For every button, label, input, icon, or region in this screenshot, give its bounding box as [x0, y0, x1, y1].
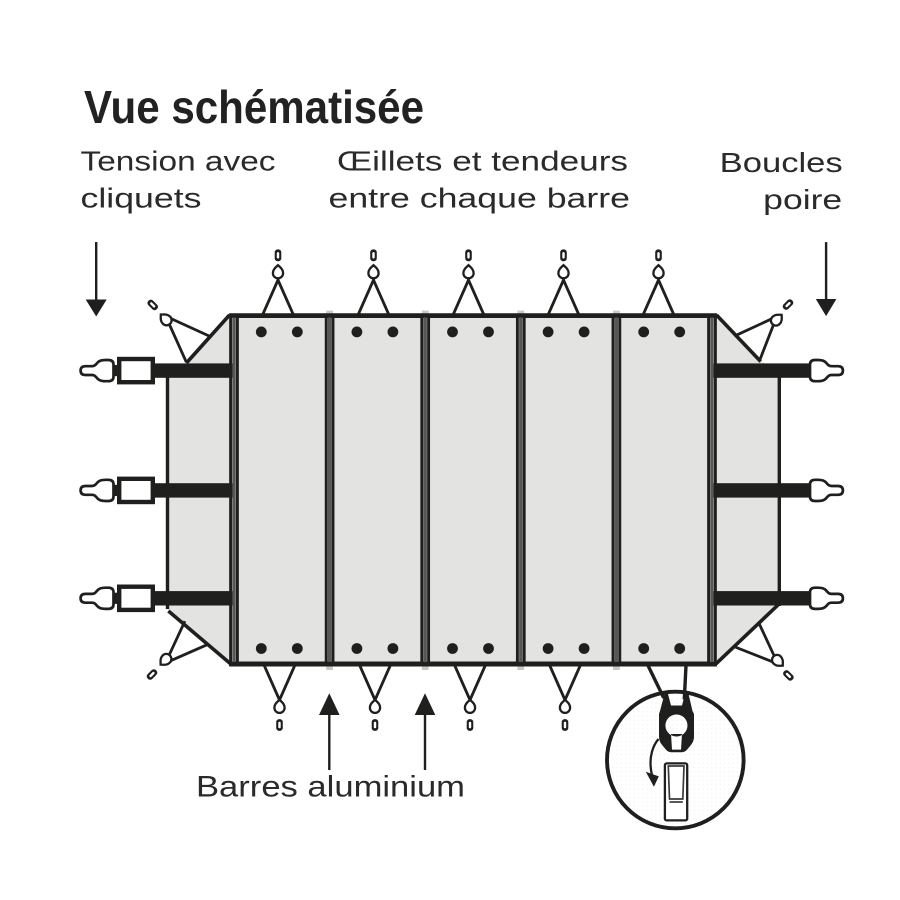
svg-text:Barres aluminium: Barres aluminium — [196, 771, 465, 804]
svg-text:Vue schématisée: Vue schématisée — [84, 81, 424, 133]
svg-text:cliquets: cliquets — [81, 183, 202, 214]
svg-text:poire: poire — [763, 184, 842, 215]
svg-text:Tension avec: Tension avec — [81, 146, 276, 177]
svg-text:Boucles: Boucles — [720, 147, 843, 178]
svg-text:Œillets et tendeurs: Œillets et tendeurs — [337, 146, 628, 177]
svg-text:entre chaque barre: entre chaque barre — [329, 183, 631, 214]
